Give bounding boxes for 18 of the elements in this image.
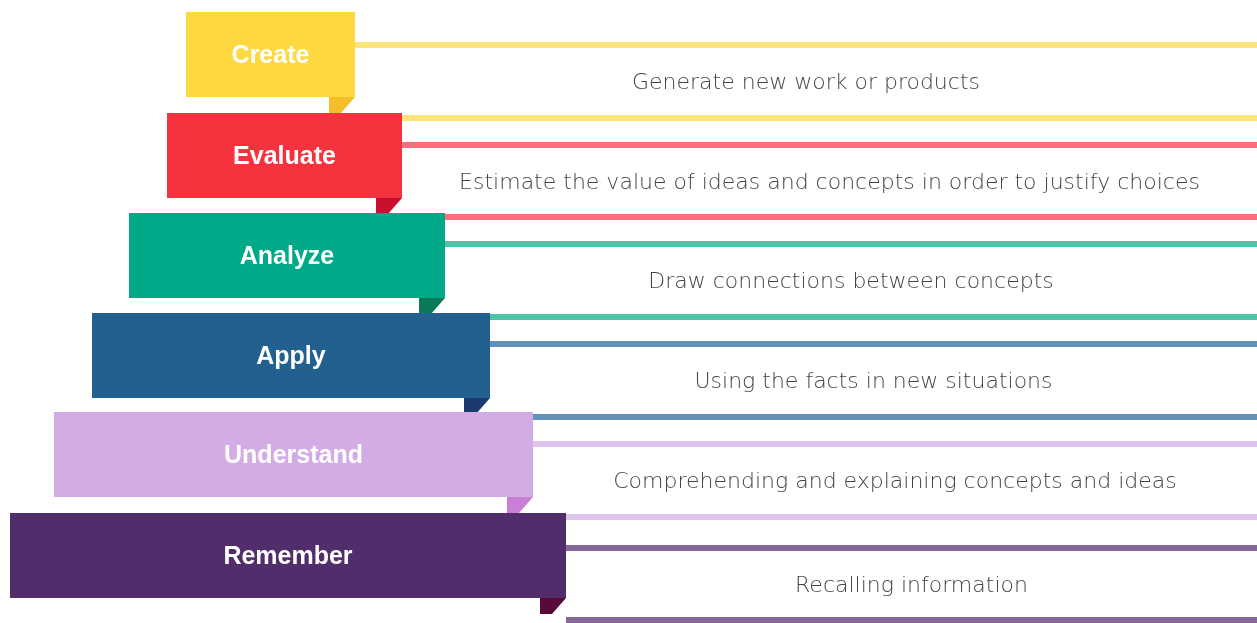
description-band: [355, 42, 1257, 121]
description-band: [533, 441, 1257, 520]
description-band: [445, 241, 1257, 320]
description-text: Comprehending and explaining concepts and ideas: [613, 468, 1177, 493]
step-box: Understand: [54, 412, 533, 497]
step-box: Analyze: [129, 213, 445, 298]
description-text: Generate new work or products: [632, 69, 980, 94]
description-text: Draw connections between concepts: [648, 268, 1054, 293]
step-box: Remember: [10, 513, 566, 598]
step-box: Create: [186, 12, 355, 97]
step-box: Apply: [92, 313, 490, 398]
description-text: Recalling information: [795, 571, 1028, 597]
description-band: [490, 341, 1257, 420]
description-text: Estimate the value of ideas and concepts in order to justify choices: [459, 168, 1200, 194]
step-box: Evaluate: [167, 113, 402, 198]
description-band: [402, 142, 1257, 220]
description-text: Using the facts in new situations: [694, 368, 1053, 393]
description-band: [566, 545, 1257, 623]
